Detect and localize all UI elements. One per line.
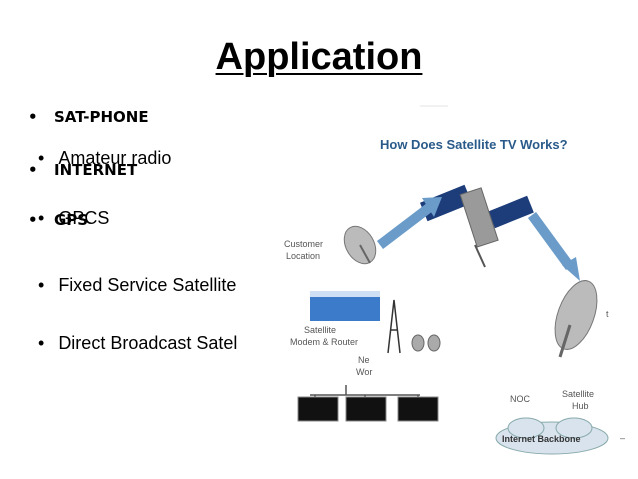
modem-top — [310, 291, 380, 297]
hub-label-line2: Hub — [572, 401, 589, 411]
bullet-label: SAT-PHONE — [54, 108, 149, 126]
internet-backbone-label: Internet Backbone — [502, 434, 581, 444]
dash-mark: – — [620, 433, 625, 443]
customer-location-label: Customer Location — [284, 239, 326, 261]
satellite-hub-label: Satellite Hub — [562, 389, 597, 411]
bullet-label: Fixed Service Satellite — [58, 275, 237, 295]
bullet-dot: • — [28, 211, 38, 229]
customer-dish-icon — [343, 225, 377, 265]
bullet-dot: • — [38, 333, 45, 353]
small-dishes-icon — [411, 334, 441, 352]
downlink-arrow — [527, 212, 575, 270]
downlink-arrowhead — [562, 257, 580, 281]
faded-background-text: — — [420, 95, 448, 119]
bullet-label: INTERNET — [54, 161, 138, 179]
diagram-heading: How Does Satellite TV Works? — [380, 137, 568, 152]
bullet-dot: • — [38, 148, 45, 168]
uplink-arrowhead — [422, 197, 442, 217]
network-label-line1: Ne — [358, 355, 370, 365]
hub-label-line1: Satellite — [562, 389, 594, 399]
bullet-dot: • — [28, 108, 38, 126]
bullet-dot: • — [28, 161, 38, 179]
bullet-dot: • — [38, 208, 45, 228]
bullet-dot: • — [38, 275, 45, 295]
modem-label-line2: Modem & Router — [290, 337, 358, 347]
uplink-dish-icon — [554, 280, 598, 358]
noc-label: NOC — [510, 394, 531, 404]
network-label-line2: Wor — [356, 367, 372, 377]
internet-cloud-icon — [495, 417, 609, 455]
computer-monitors — [297, 396, 439, 422]
bullet-label: GPCS — [58, 208, 110, 228]
tower-icon — [387, 299, 401, 354]
bullet-label: Direct Broadcast Satel — [58, 333, 238, 353]
modem-router-label: Satellite Modem & Router — [290, 325, 358, 347]
dish-side-label: t — [606, 309, 609, 319]
customer-location-line1: Customer — [284, 239, 323, 249]
modem-label-line1: Satellite — [304, 325, 336, 335]
bullet-direct-broadcast: • Direct Broadcast Satel — [38, 333, 237, 354]
modem-icon — [310, 295, 380, 321]
bullet-amateur-radio: • Amateur radio — [38, 148, 171, 169]
customer-location-line2: Location — [286, 251, 320, 261]
bullet-fixed-service-satellite: • Fixed Service Satellite — [38, 275, 236, 296]
satellite-tv-diagram: — How Does Satellite TV Works? Customer … — [284, 95, 625, 455]
bullet-internet: • INTERNET — [28, 161, 137, 179]
bullet-gpcs: • GPCS — [38, 208, 109, 229]
slide-title: Application — [215, 36, 423, 78]
bullet-sat-phone: • SAT-PHONE — [28, 108, 149, 126]
bullet-label: GPS — [54, 211, 89, 229]
satellite-icon — [420, 184, 534, 268]
bullet-gps: • GPS — [28, 211, 88, 229]
network-lines — [310, 385, 420, 397]
network-label-partial: Ne Wor — [356, 355, 372, 377]
bullet-label: Amateur radio — [58, 148, 172, 168]
uplink-arrow — [376, 203, 434, 249]
